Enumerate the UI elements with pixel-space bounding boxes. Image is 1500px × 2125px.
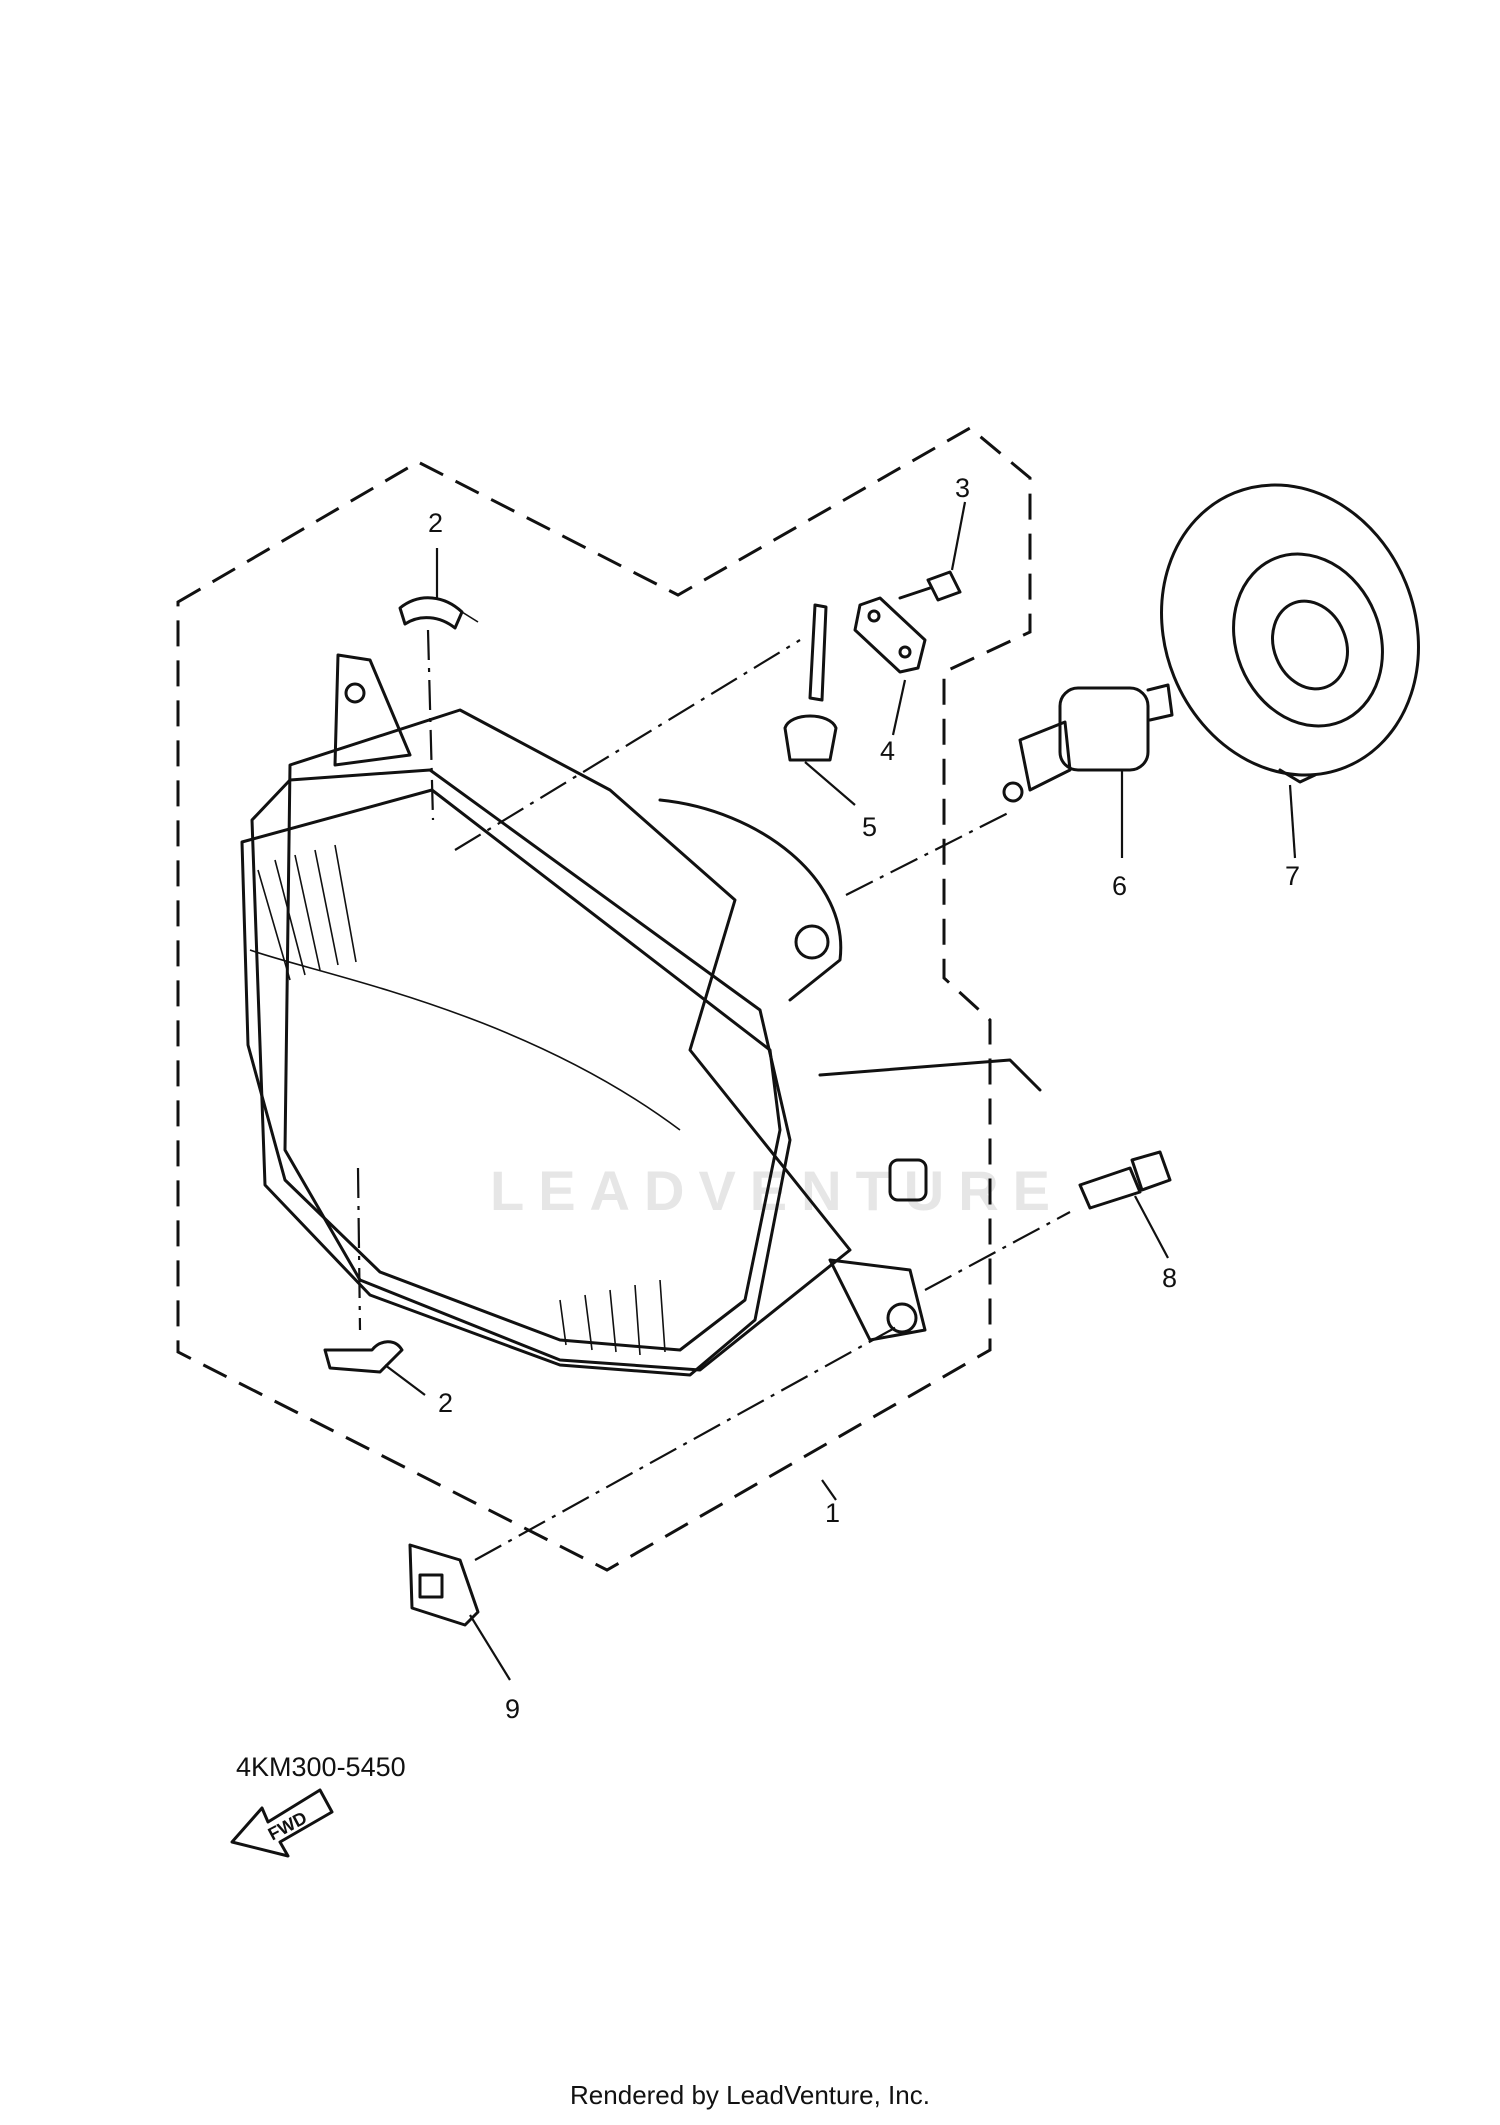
callout-7: 7 (1285, 861, 1300, 891)
callout-8: 8 (1162, 1263, 1177, 1293)
callout-3: 3 (955, 473, 970, 503)
socket-axis-line (454, 639, 801, 851)
diagram-part-code: 4KM300-5450 (236, 1752, 406, 1782)
lower-clip-axis-line (356, 1167, 362, 1331)
dust-cover (1160, 483, 1420, 784)
headlight-housing (283, 653, 1042, 1372)
leader-5 (804, 761, 856, 806)
upper-clip-axis-line (426, 629, 435, 821)
callout-6: 6 (1112, 871, 1127, 901)
bracket (853, 596, 927, 674)
clip-upper (398, 596, 479, 630)
bulb (1002, 683, 1174, 803)
leader-7 (1288, 784, 1297, 859)
watermark-text: LEADVENTURE (490, 1159, 1065, 1222)
callout-5: 5 (862, 812, 877, 842)
clip-axis-line (474, 1324, 901, 1561)
callout-2-upper: 2 (428, 508, 443, 538)
headlight-lens (240, 768, 792, 1377)
leader-4 (891, 679, 907, 736)
leader-9 (469, 1614, 511, 1681)
assembly-boundary (176, 426, 1032, 1572)
nut-clip (408, 1543, 480, 1627)
leadventure-watermark: LEADVENTURE (490, 1158, 1064, 1223)
leader-2b (384, 1364, 426, 1396)
clip-lower (323, 1340, 404, 1374)
leader-3 (950, 501, 967, 571)
callout-4: 4 (880, 736, 895, 766)
bolt (1078, 1150, 1172, 1210)
leader-8 (1134, 1195, 1169, 1259)
screw (898, 570, 962, 602)
forward-arrow-icon: FWD (230, 1788, 334, 1858)
bulb-axis-line (845, 811, 1011, 896)
callout-9: 9 (505, 1694, 520, 1724)
bolt-axis-line (924, 1211, 1071, 1291)
rendered-by-footer: Rendered by LeadVenture, Inc. (570, 2080, 930, 2110)
callout-1: 1 (825, 1498, 840, 1528)
adjuster-screw (783, 603, 838, 762)
callout-2-lower: 2 (438, 1388, 453, 1418)
leader-1 (821, 1479, 837, 1501)
